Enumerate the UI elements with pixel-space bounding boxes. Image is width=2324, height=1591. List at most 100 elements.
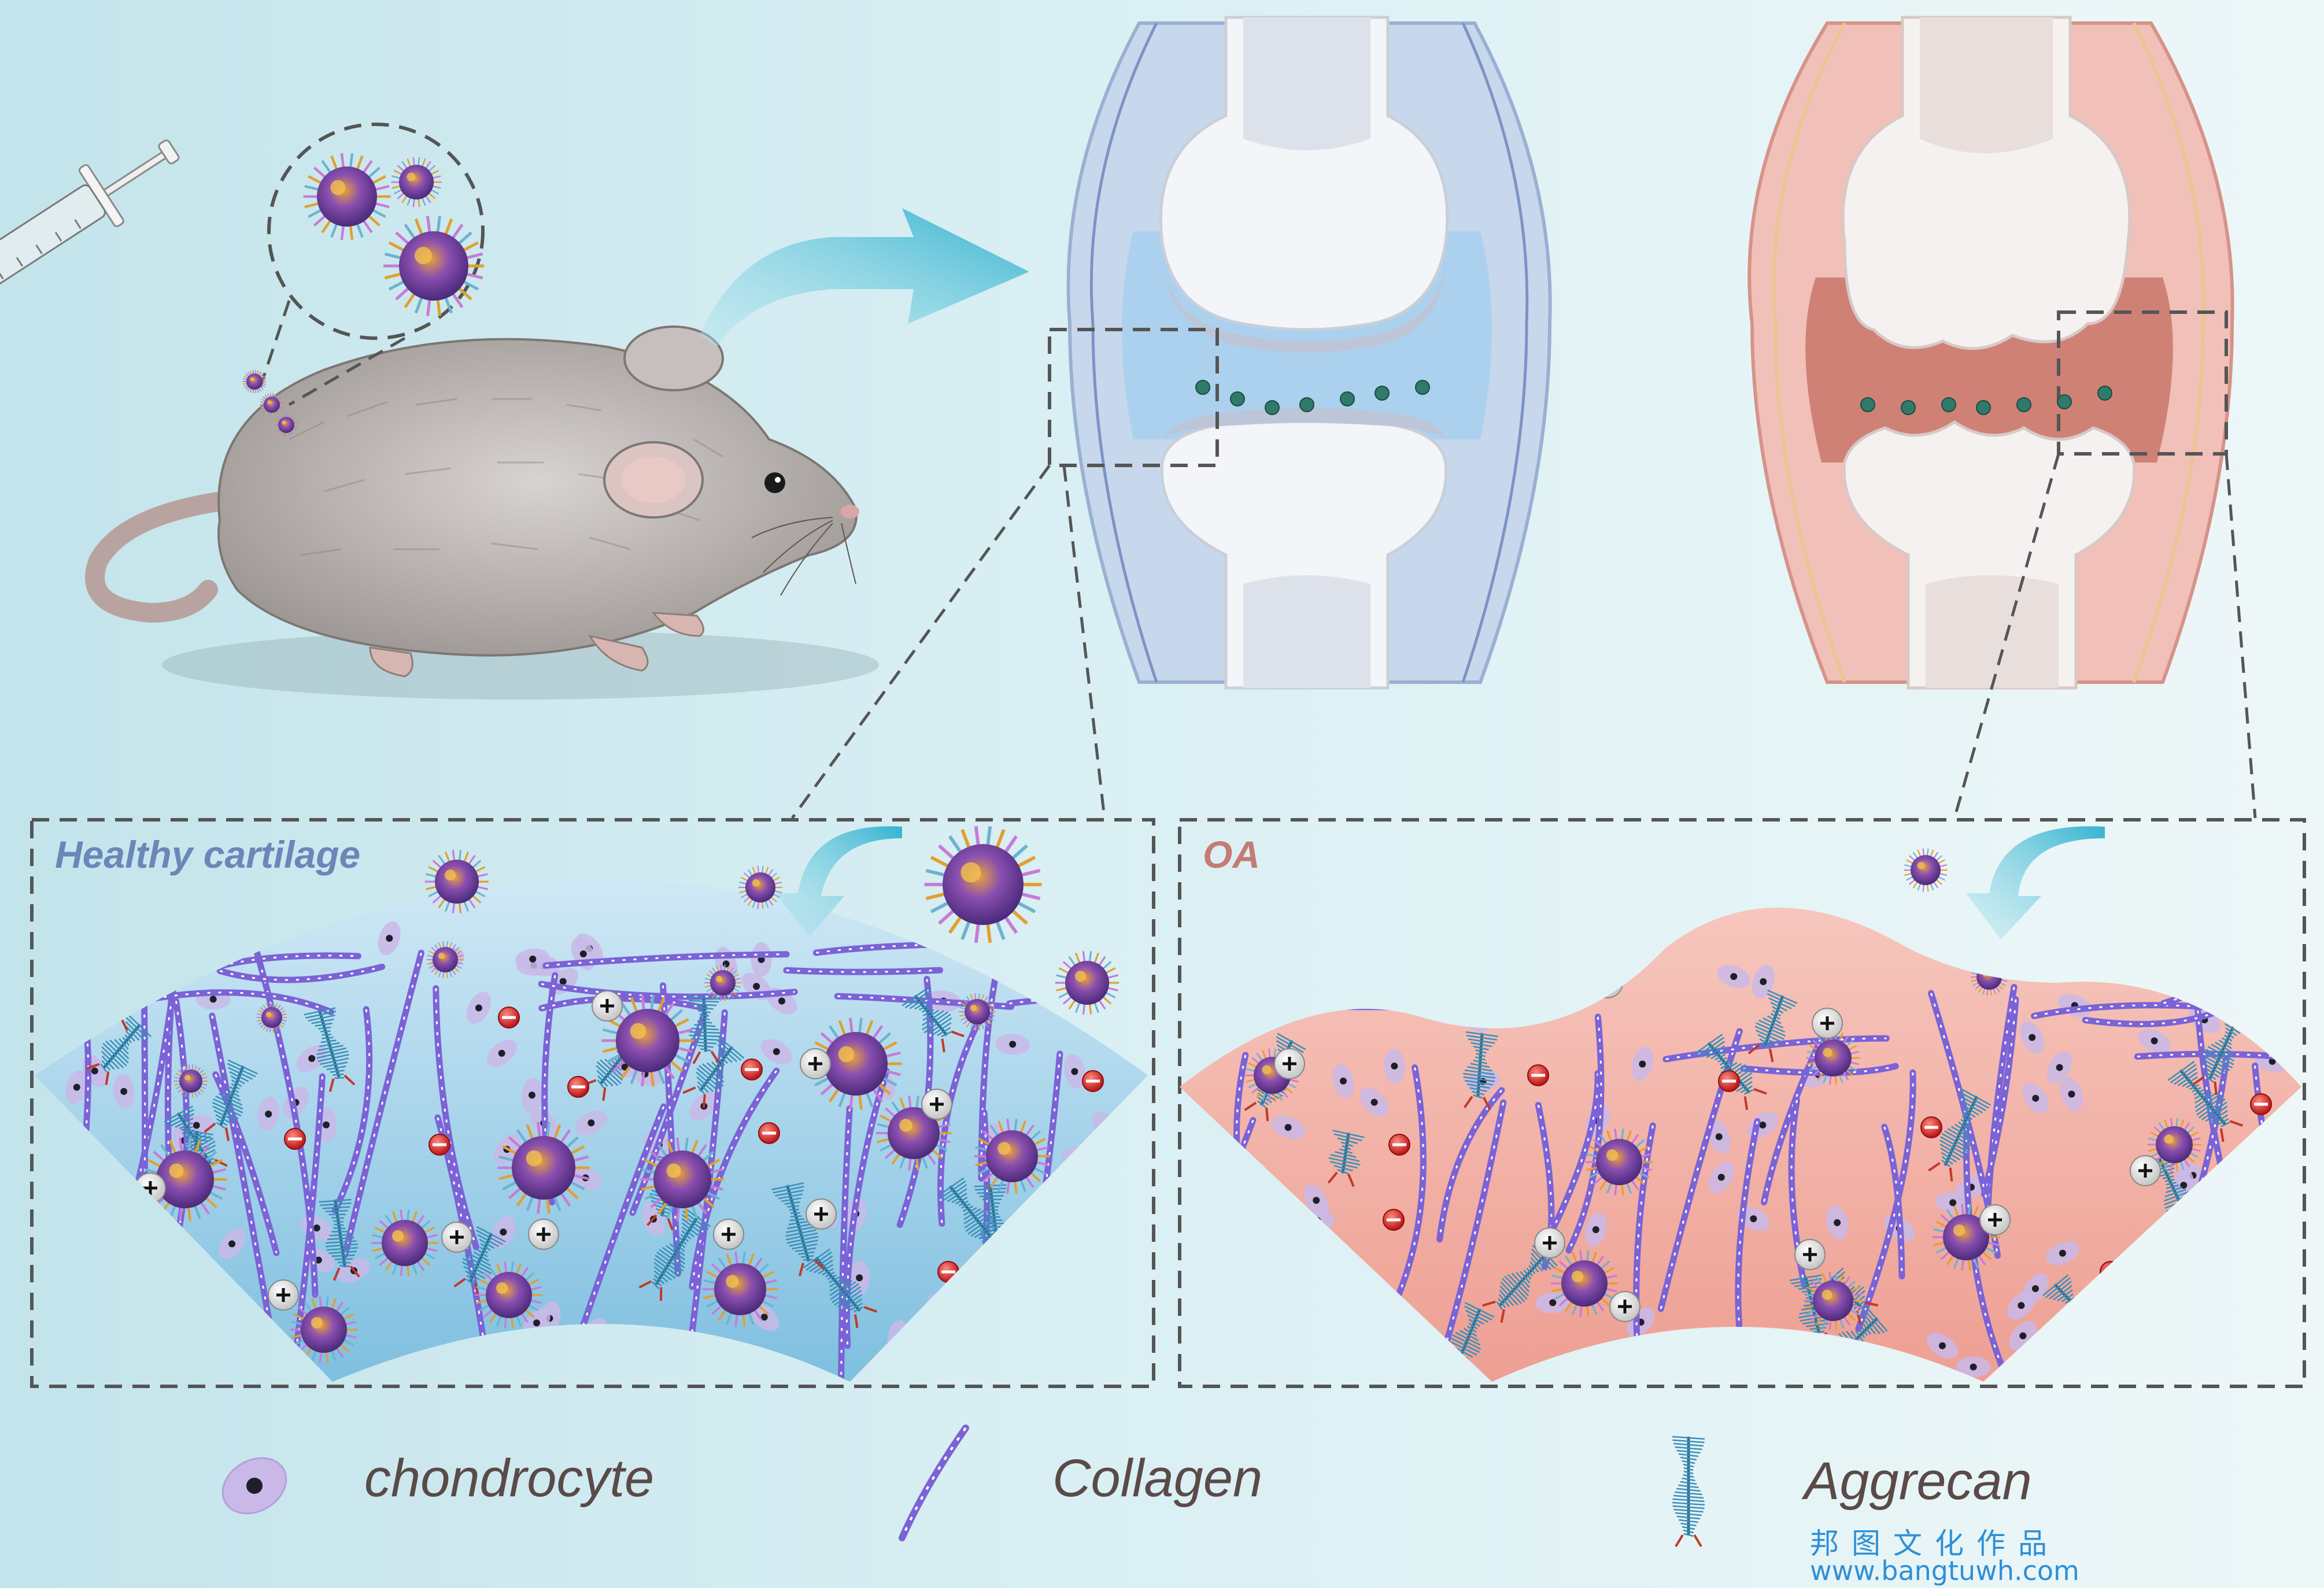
legend-collagen-icon [899,1424,969,1541]
collagen-fiber [331,1006,373,1214]
chondrocyte-icon [466,991,492,1024]
arrow-into-oa [1966,826,2105,939]
nanoparticle-icon [738,865,782,909]
negative-charge-icon [758,1122,780,1144]
chondrocyte-icon [1359,1087,1389,1117]
aggrecan-icon [1672,1435,1705,1548]
positive-charge-icon [592,990,623,1022]
chondrocyte-icon [65,1070,88,1104]
negative-charge-icon [1388,1134,1410,1156]
aggrecan-icon [453,1226,506,1297]
chondrocyte-icon [2060,1077,2083,1111]
nanoparticle-icon [704,964,741,1001]
nanoparticle-icon [1586,1128,1653,1196]
joint-particle [1340,391,1355,406]
nanoparticle-icon [274,413,298,437]
nanoparticle-icon [1551,1250,1618,1317]
nanoparticle-icon [601,994,694,1087]
chondrocyte-icon [297,1045,327,1072]
joint-particle [1375,386,1390,401]
chondrocyte-icon [486,1039,517,1067]
nanoparticle-icon [640,1137,725,1222]
collagen-fiber [689,1067,780,1290]
aggrecan-icon [1463,1031,1498,1110]
collagen-fiber [1881,1123,1905,1280]
chondrocyte-icon [1384,1048,1405,1083]
collagen-fiber [212,1071,280,1256]
positive-charge-icon [713,1219,744,1250]
nanoparticle-icon [256,1002,287,1033]
joint-particle [1230,391,1245,406]
negative-charge-icon [498,1007,520,1028]
legend-aggrecan-icon [1672,1435,1705,1548]
negative-charge-icon [1527,1064,1549,1086]
positive-charge-icon [441,1222,472,1253]
chondrocyte-icon [1927,1333,1959,1359]
joint-particle [1195,380,1210,395]
chondrocyte-icon [1717,965,1750,989]
aggrecan-icon [204,1059,258,1141]
joint-particle [2057,394,2072,409]
chondrocyte-icon [1826,1205,1848,1240]
chondrocyte-icon [219,1229,245,1259]
positive-charge-icon [1534,1227,1565,1259]
chondrocyte-icon [1935,1192,1970,1213]
nanoparticle-icon [959,993,996,1030]
chondrocyte-icon [1332,1064,1354,1098]
negative-charge-icon [1718,1070,1740,1092]
aggrecan-icon [304,1007,356,1092]
nanoparticle-icon [924,826,1042,944]
joint-particle [1265,400,1280,415]
chondrocyte-icon [1271,1116,1305,1139]
chondrocyte-icon [760,1039,793,1064]
negative-charge-icon [284,1128,306,1150]
healthy-panel-frame [30,818,1155,1388]
nanoparticle-icon [290,1296,357,1363]
chondrocyte-icon [1956,1356,1991,1378]
positive-charge-icon [1979,1204,2011,1235]
legend-aggrecan-label: Aggrecan [1804,1452,2032,1511]
negative-charge-icon [1082,1070,1104,1092]
nanoparticle-icon [974,1118,1050,1194]
nanoparticle-icon [303,153,391,240]
positive-charge-icon [921,1089,952,1120]
chondrocyte-icon [2046,1241,2079,1266]
joint-particle [1860,397,1875,412]
legend-collagen-label: Collagen [1052,1449,1263,1508]
chondrocyte-icon [575,1110,607,1135]
chondrocyte-icon [1535,1292,1571,1314]
joint-particle [1941,397,1956,412]
nanoparticle-icon [702,1251,778,1327]
nanoparticle-icon [174,1064,208,1098]
nanoparticle-icon [1804,1271,1863,1330]
positive-charge-icon [528,1219,559,1250]
chondrocyte-icon [2047,1052,2072,1083]
nanoparticle-icon [1904,848,1948,892]
chondrocyte-icon [1752,965,1775,998]
negative-charge-icon [428,1134,450,1156]
collagen-fiber [216,963,386,983]
chondrocyte-icon [2020,1021,2045,1054]
legend-chondrocyte-icon [221,1457,287,1515]
nanoparticle-icon [1806,1031,1860,1085]
nanoparticle-zoom-inset [258,123,485,406]
nanoparticle-icon [391,157,442,208]
nanoparticle-icon [1933,1204,2000,1271]
nanoparticle-icon [1055,951,1119,1015]
legend [221,1424,1705,1548]
aggrecan-icon [771,1182,825,1276]
aggrecan-icon [803,1248,878,1329]
syringe-icon [0,139,180,320]
nanoparticle-icon [383,216,484,316]
positive-charge-icon [806,1198,837,1230]
joint-particle [2016,397,2031,412]
aggrecan-icon [687,996,722,1064]
positive-charge-icon [2130,1155,2161,1186]
aggrecan-icon [1482,1242,1558,1323]
chondrocyte-icon [1708,1161,1734,1193]
joint-particle [1976,400,1991,415]
joint-particle [1299,397,1314,412]
collagen-fiber [1546,1070,1601,1239]
